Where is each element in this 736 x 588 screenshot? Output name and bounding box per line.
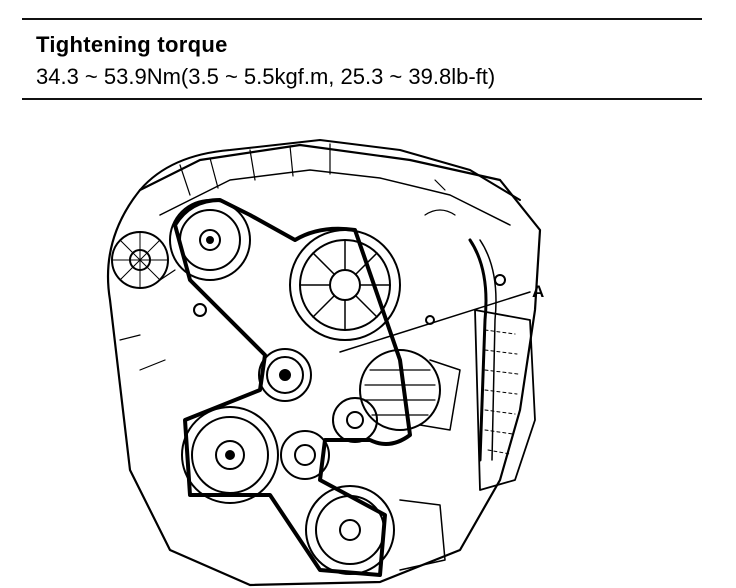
heat-shield (474, 309, 536, 491)
callout-leader-line (339, 291, 531, 353)
idler-pulley (258, 348, 312, 402)
engine-block-outline (106, 143, 542, 587)
drive-belt (173, 198, 412, 577)
top-rule (22, 18, 702, 20)
ac-compressor-pulley (305, 485, 446, 575)
spec-value: 34.3 ~ 53.9Nm(3.5 ~ 5.5kgf.m, 25.3 ~ 39.… (36, 64, 496, 89)
lower-idler-pulley (280, 430, 330, 480)
crankshaft-pulley (181, 406, 279, 504)
tensioner-pulley (332, 397, 378, 443)
callout-label-a: A (532, 282, 545, 301)
water-pump-pulley (111, 231, 169, 289)
engine-belt-diagram (106, 139, 542, 587)
spec-title: Tightening torque (36, 32, 228, 57)
bottom-rule (22, 98, 702, 100)
power-steering-pulley (169, 199, 251, 281)
alternator (359, 349, 461, 431)
intake-manifold (139, 139, 521, 201)
fan-pulley (289, 229, 401, 341)
coolant-pipe (468, 238, 488, 462)
